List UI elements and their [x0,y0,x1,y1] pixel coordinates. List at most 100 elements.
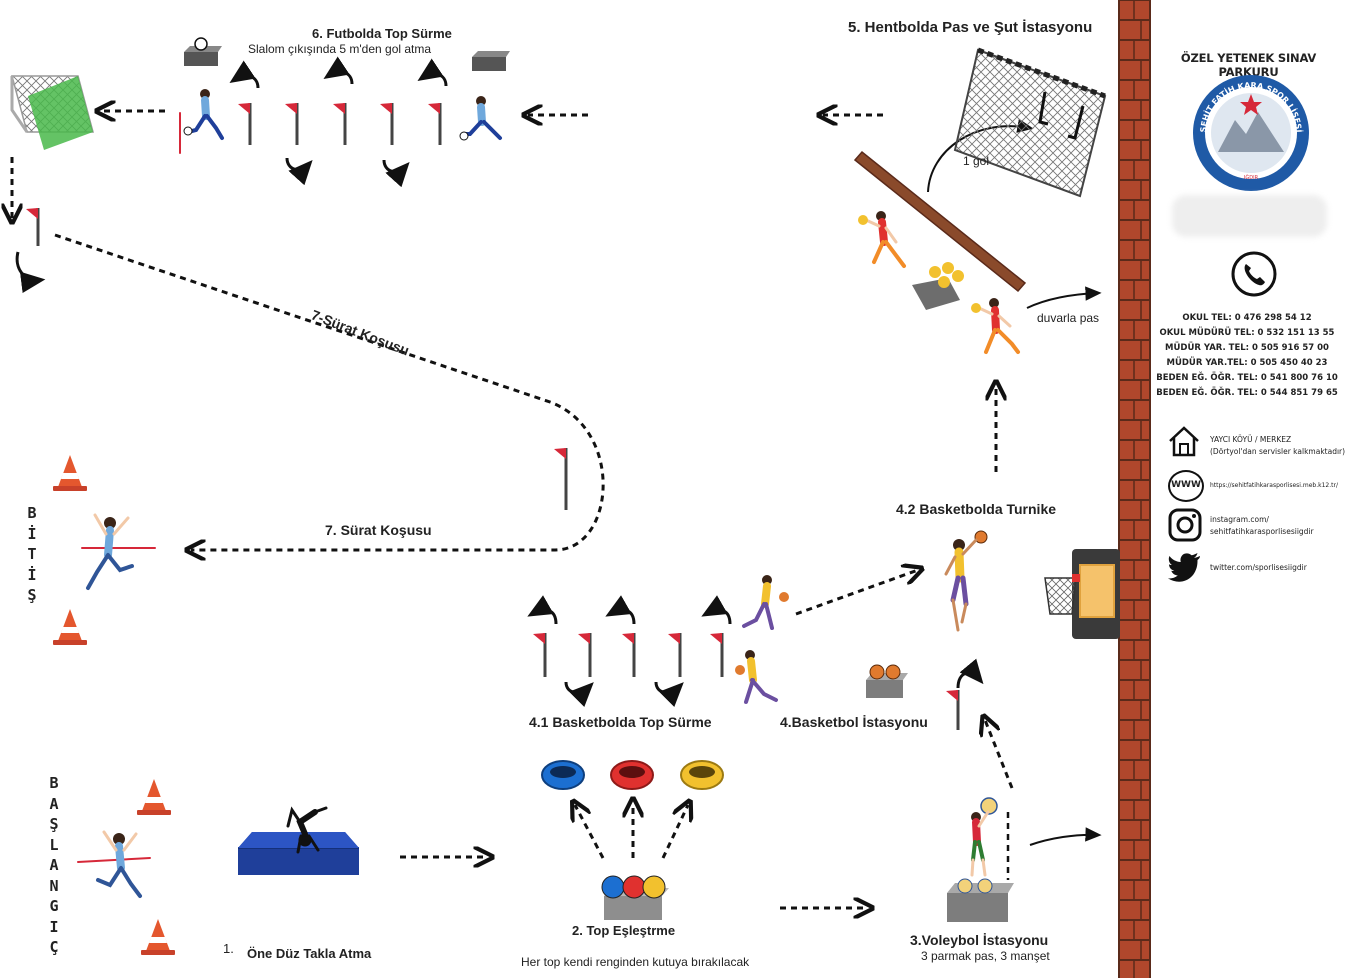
finish-letter: İ [27,565,37,584]
twitter-icon [1168,553,1200,582]
finish-letter: B [27,504,37,522]
start-letter: A [49,794,59,813]
dribbling-player-top [742,575,789,630]
station-4-2-title: 4.2 Basketbolda Turnike [896,501,1057,517]
slalom-flag [285,103,299,145]
slalom-flag [238,103,252,145]
start-letter: G [49,897,59,915]
sidebar-title: ÖZEL YETENEK SINAV PARKURU [1180,51,1317,79]
volleyball-crate [947,878,1014,922]
slalom-flag [26,208,40,246]
target-basket-red [610,760,654,790]
station-1-number: 1. [223,941,234,956]
redacted-area [1172,195,1327,237]
football-ball-box-left [184,37,222,66]
finish-runner-figure [81,513,156,590]
rebound-wall-plank [853,150,1027,293]
start-cone-bottom [141,919,175,955]
finish-letter: Ş [27,586,37,604]
slalom-flag [668,633,682,677]
slalom-flag [578,633,592,677]
finish-cone-top [53,455,87,491]
start-letter: B [49,774,59,792]
slalom-flag [710,633,724,677]
slalom-flag [946,690,960,730]
station-2-note: Her top kendi renginden kutuya bırakılac… [521,955,750,969]
instagram-link[interactable]: instagram.com/ sehitfatihkarasporlisesii… [1210,514,1314,538]
logo-city-text: IĞDIR [1244,174,1259,181]
football-goal [10,75,94,150]
layup-player-figure [944,530,988,632]
football-ball-box-right [472,51,510,71]
address-line: YAYCI KÖYÜ / MERKEZ [1210,435,1292,444]
handball-goal [953,47,1107,198]
start-letter: L [49,835,59,854]
station-2-title: 2. Top Eşleştrme [572,923,676,938]
info-sidebar: ÖZEL YETENEK SINAV PARKURU ŞEHİT FATİH K… [1150,0,1347,978]
slalom-flags [26,103,960,730]
basketball-hoop [1044,549,1120,639]
instagram-icon [1168,508,1202,542]
start-letter: I [49,917,59,936]
volleyball-player-figure [970,797,998,877]
handball-crate [912,262,964,310]
station-6-title: 6. Futbolda Top Sürme [312,26,452,41]
start-runner-figure [77,830,151,898]
football-player-left [179,89,224,154]
phone-icon [1231,251,1277,297]
station-5-goal-note: 1 gol [963,154,990,168]
slalom-flag [428,103,442,145]
station-5-wall-pass-note: duvarla pas [1037,311,1100,325]
start-letter: Ç [49,938,59,956]
instagram-line: sehitfatihkarasporlisesiigdir [1210,527,1314,536]
slalom-flag [380,103,394,145]
target-basket-blue [541,760,585,790]
finish-cone-bottom [53,609,87,645]
phone-line: OKUL MÜDÜRÜ TEL: 0 532 151 13 55 [1159,328,1335,338]
turn-arrows-football [229,56,448,188]
phone-line: BEDEN EĞ. ÖĞR. TEL: 0 544 851 79 65 [1156,388,1338,398]
address: YAYCI KÖYÜ / MERKEZ (Dörtyol'dan servisl… [1210,434,1345,458]
tumbling-athlete-figure [286,806,328,854]
basketball-crate [866,664,908,698]
slalom-flag [554,448,568,510]
course-path [12,111,1014,908]
ball-crate [601,875,669,920]
slalom-flag [622,633,636,677]
school-logo: ŞEHİT FATİH KARA SPOR LİSESİ IĞDIR [1193,75,1309,191]
twitter-link[interactable]: twitter.com/sporlisesiigdir [1210,563,1307,572]
website-link[interactable]: https://sehitfatihkarasporlisesi.meb.k12… [1210,482,1338,489]
turn-arrows-basketball [527,595,984,707]
station-5-title: 5. Hentbolda Pas ve Şut İstasyonu [848,19,1093,36]
station-4-title: 4.Basketbol İstasyonu [780,714,928,730]
phone-line: MÜDÜR YAR. TEL: 0 505 916 57 00 [1165,343,1329,353]
brick-wall [1118,0,1151,978]
turn-arrow-sprint [15,251,46,294]
station-3-note: 3 parmak pas, 3 manşet [921,949,1050,963]
start-cone-top [137,779,171,815]
football-player-right [459,96,502,141]
station-4-1-title: 4.1 Basketbolda Top Sürme [529,714,712,730]
phone-line: MÜDÜR YAR.TEL: 0 505 450 40 23 [1166,358,1328,368]
dribbling-player-bottom [735,650,778,704]
handball-player-top [858,211,906,268]
slalom-flag [533,633,547,677]
station-3-title: 3.Voleybol İstasyonu [910,932,1049,948]
instagram-line: instagram.com/ [1210,515,1269,524]
start-letter: Ş [49,815,59,833]
slalom-flag [333,103,347,145]
finish-letter: İ [27,524,37,543]
phone-list: OKUL TEL: 0 476 298 54 12 OKUL MÜDÜRÜ TE… [1152,311,1342,401]
phone-line: BEDEN EĞ. ÖĞR. TEL: 0 541 800 76 10 [1156,373,1338,383]
web-icon: WWW [1168,470,1204,502]
station-6-note: Slalom çıkışında 5 m'den gol atma [248,42,432,56]
start-letter: A [49,856,59,874]
phone-line: OKUL TEL: 0 476 298 54 12 [1182,313,1312,323]
target-basket-yellow [680,760,724,790]
finish-letter: T [27,545,37,563]
address-line: (Dörtyol'dan servisler kalkmaktadır) [1210,447,1346,456]
handball-player-bottom [971,298,1020,354]
